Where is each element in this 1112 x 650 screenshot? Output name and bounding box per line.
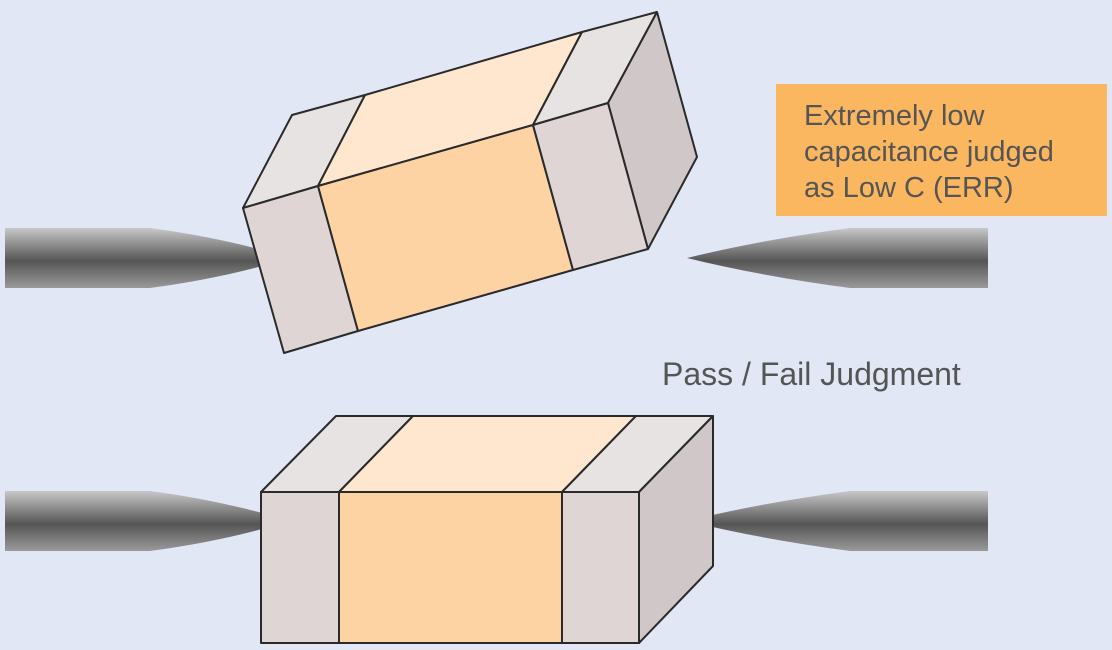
callout-line-2: capacitance judged	[804, 136, 1054, 168]
error-callout: Extremely low capacitance judged as Low …	[776, 84, 1107, 216]
right-probe-lower	[687, 491, 988, 551]
pass-fail-caption: Pass / Fail Judgment	[662, 356, 961, 392]
left-probe-lower	[5, 491, 262, 551]
callout-line-3: as Low C (ERR)	[804, 172, 1014, 204]
left-probe-upper	[5, 228, 262, 288]
flat-chip-capacitor-icon	[260, 415, 714, 644]
tilted-chip-capacitor-icon	[242, 11, 698, 354]
right-probe-upper	[687, 228, 988, 288]
callout-line-1: Extremely low	[804, 100, 985, 132]
